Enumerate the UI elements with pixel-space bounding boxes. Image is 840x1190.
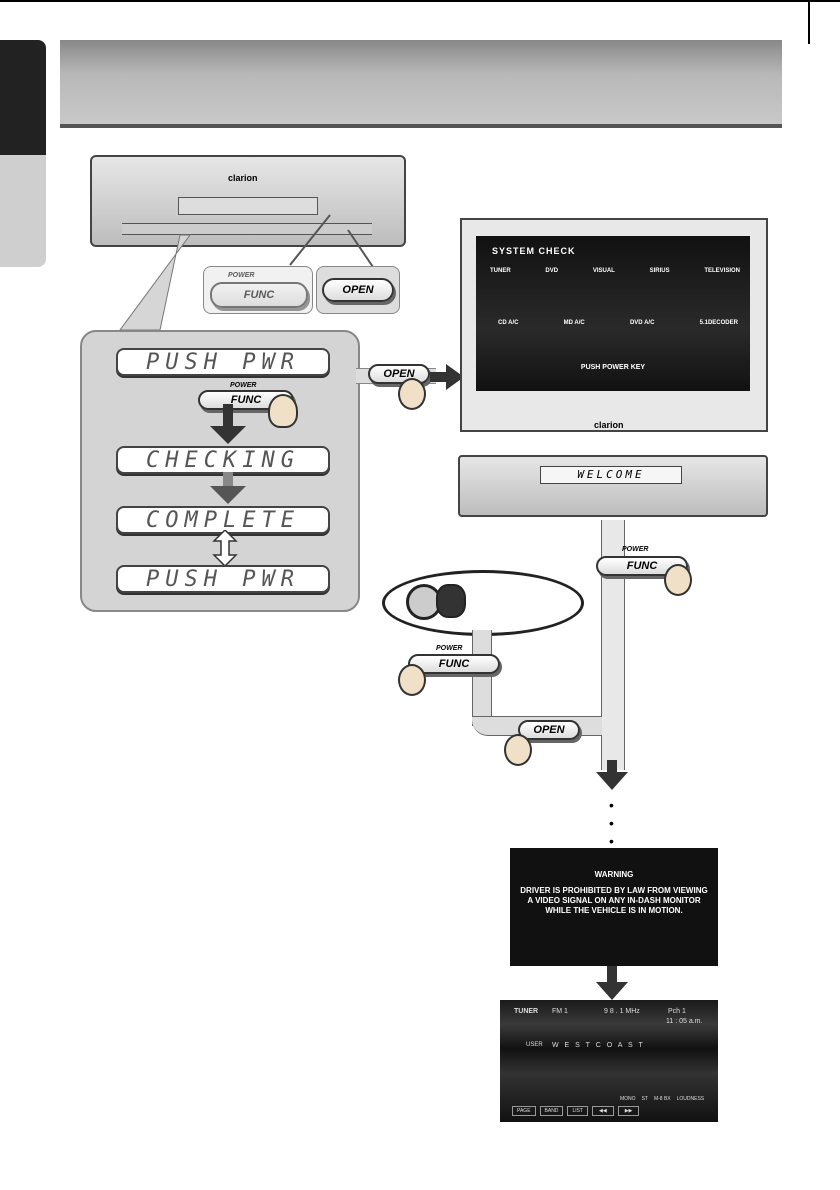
open-label: OPEN <box>342 284 374 296</box>
tuner-screen: TUNER FM 1 9 8 . 1 MHz Pch 1 11 : 05 a.m… <box>500 1000 718 1122</box>
hand-icon <box>504 734 532 766</box>
page-top-rule <box>0 0 840 2</box>
tuner-frequency: 9 8 . 1 MHz <box>604 1008 640 1015</box>
status-mbx: M-8 BX <box>653 1096 671 1102</box>
tuner-softkeys: PAGE BAND LIST ◀◀ ▶▶ <box>512 1106 640 1116</box>
dots: ••• <box>609 797 614 849</box>
arrow-down-icon <box>210 404 246 444</box>
arrow-right-icon <box>430 364 464 390</box>
lcd-state-checking: CHECKING <box>116 446 330 474</box>
welcome-display: WELCOME <box>540 466 682 484</box>
head-unit-closed: clarion <box>90 155 406 247</box>
item-cd-ac: CD A/C <box>498 320 519 326</box>
section-tab-inactive <box>0 155 46 267</box>
system-check-footer: PUSH POWER KEY <box>580 364 646 371</box>
warning-title: WARNING <box>594 870 634 879</box>
softkey-prev[interactable]: ◀◀ <box>592 1106 614 1116</box>
item-dvd: DVD <box>545 268 559 274</box>
item-decoder: 5.1DECODER <box>699 320 738 326</box>
func-label: FUNC <box>243 289 275 301</box>
status-mono: MONO <box>620 1096 636 1102</box>
item-visual: VISUAL <box>592 268 615 274</box>
tuner-station: W E S T C O A S T <box>552 1042 645 1049</box>
open-label: OPEN <box>383 368 415 380</box>
key-knob <box>436 584 466 618</box>
softkey-band[interactable]: BAND <box>539 1106 564 1116</box>
func-frame-top <box>203 266 313 314</box>
open-button-bottom[interactable]: OPEN <box>518 720 580 740</box>
item-dvd-ac: DVD A/C <box>629 320 655 326</box>
func-label: FUNC <box>438 658 470 670</box>
tuner-channel: Pch 1 <box>668 1008 686 1015</box>
power-label-left: POWER <box>436 645 463 652</box>
warning-screen: WARNING DRIVER IS PROHIBITED BY LAW FROM… <box>510 848 718 966</box>
lcd-state-push-pwr-2: PUSH PWR <box>116 565 330 593</box>
system-check-title: SYSTEM CHECK <box>492 246 576 256</box>
callout-lines <box>119 214 376 331</box>
item-sirius: SIRIUS <box>649 268 670 274</box>
open-button-top[interactable]: OPEN <box>322 278 394 302</box>
item-md-ac: MD A/C <box>563 320 585 326</box>
flow-line-left <box>472 630 492 726</box>
hand-icon <box>268 394 298 428</box>
tuner-status: MONO ST M-8 BX LOUDNESS <box>620 1096 704 1102</box>
hand-icon <box>664 564 692 596</box>
page-corner-rule <box>808 0 810 44</box>
status-loudness: LOUDNESS <box>676 1096 705 1102</box>
system-check-screen: SYSTEM CHECK TUNER DVD VISUAL SIRIUS TEL… <box>476 236 750 391</box>
power-label-panel: POWER <box>230 382 257 389</box>
func-label: FUNC <box>230 394 262 406</box>
hand-icon <box>398 664 426 696</box>
hand-icon <box>398 378 426 410</box>
item-tuner: TUNER <box>490 268 511 274</box>
arrow-down-icon <box>210 472 246 504</box>
item-television: TELEVISION <box>704 268 740 274</box>
func-button-left[interactable]: FUNC <box>408 654 500 674</box>
section-header-band <box>60 40 782 126</box>
open-label: OPEN <box>533 724 565 736</box>
section-header-shadow <box>60 124 782 128</box>
softkey-list[interactable]: LIST <box>567 1106 588 1116</box>
softkey-page[interactable]: PAGE <box>512 1106 536 1116</box>
status-st: ST <box>641 1096 648 1102</box>
lower-head-unit <box>458 455 768 517</box>
tuner-user: USER <box>526 1042 543 1048</box>
brand-logo: clarion <box>228 173 258 183</box>
warning-line-1: DRIVER IS PROHIBITED BY LAW FROM VIEWING <box>520 886 708 895</box>
func-label: FUNC <box>626 560 658 572</box>
tuner-band: FM 1 <box>552 1008 568 1015</box>
section-tab-active <box>0 40 46 155</box>
tuner-source: TUNER <box>514 1008 539 1015</box>
func-button-top[interactable]: FUNC <box>210 282 308 308</box>
tuner-clock: 11 : 05 a.m. <box>666 1018 703 1025</box>
arrow-down-icon <box>596 966 628 1000</box>
power-label-top: POWER <box>228 272 255 279</box>
arrow-down-icon <box>596 760 628 790</box>
softkey-next[interactable]: ▶▶ <box>617 1106 640 1116</box>
system-check-row2: CD A/C MD A/C DVD A/C 5.1DECODER <box>498 320 738 326</box>
unit-button-row <box>122 223 372 235</box>
warning-line-3: WHILE THE VEHICLE IS IN MOTION. <box>545 906 683 915</box>
warning-line-2: A VIDEO SIGNAL ON ANY IN-DASH MONITOR <box>527 896 701 905</box>
system-check-row1: TUNER DVD VISUAL SIRIUS TELEVISION <box>490 268 740 274</box>
double-arrow-icon <box>212 530 238 566</box>
unit-lcd <box>178 197 318 215</box>
lcd-state-push-pwr: PUSH PWR <box>116 348 330 376</box>
monitor-brand: clarion <box>594 420 624 430</box>
power-label-right: POWER <box>622 546 649 553</box>
